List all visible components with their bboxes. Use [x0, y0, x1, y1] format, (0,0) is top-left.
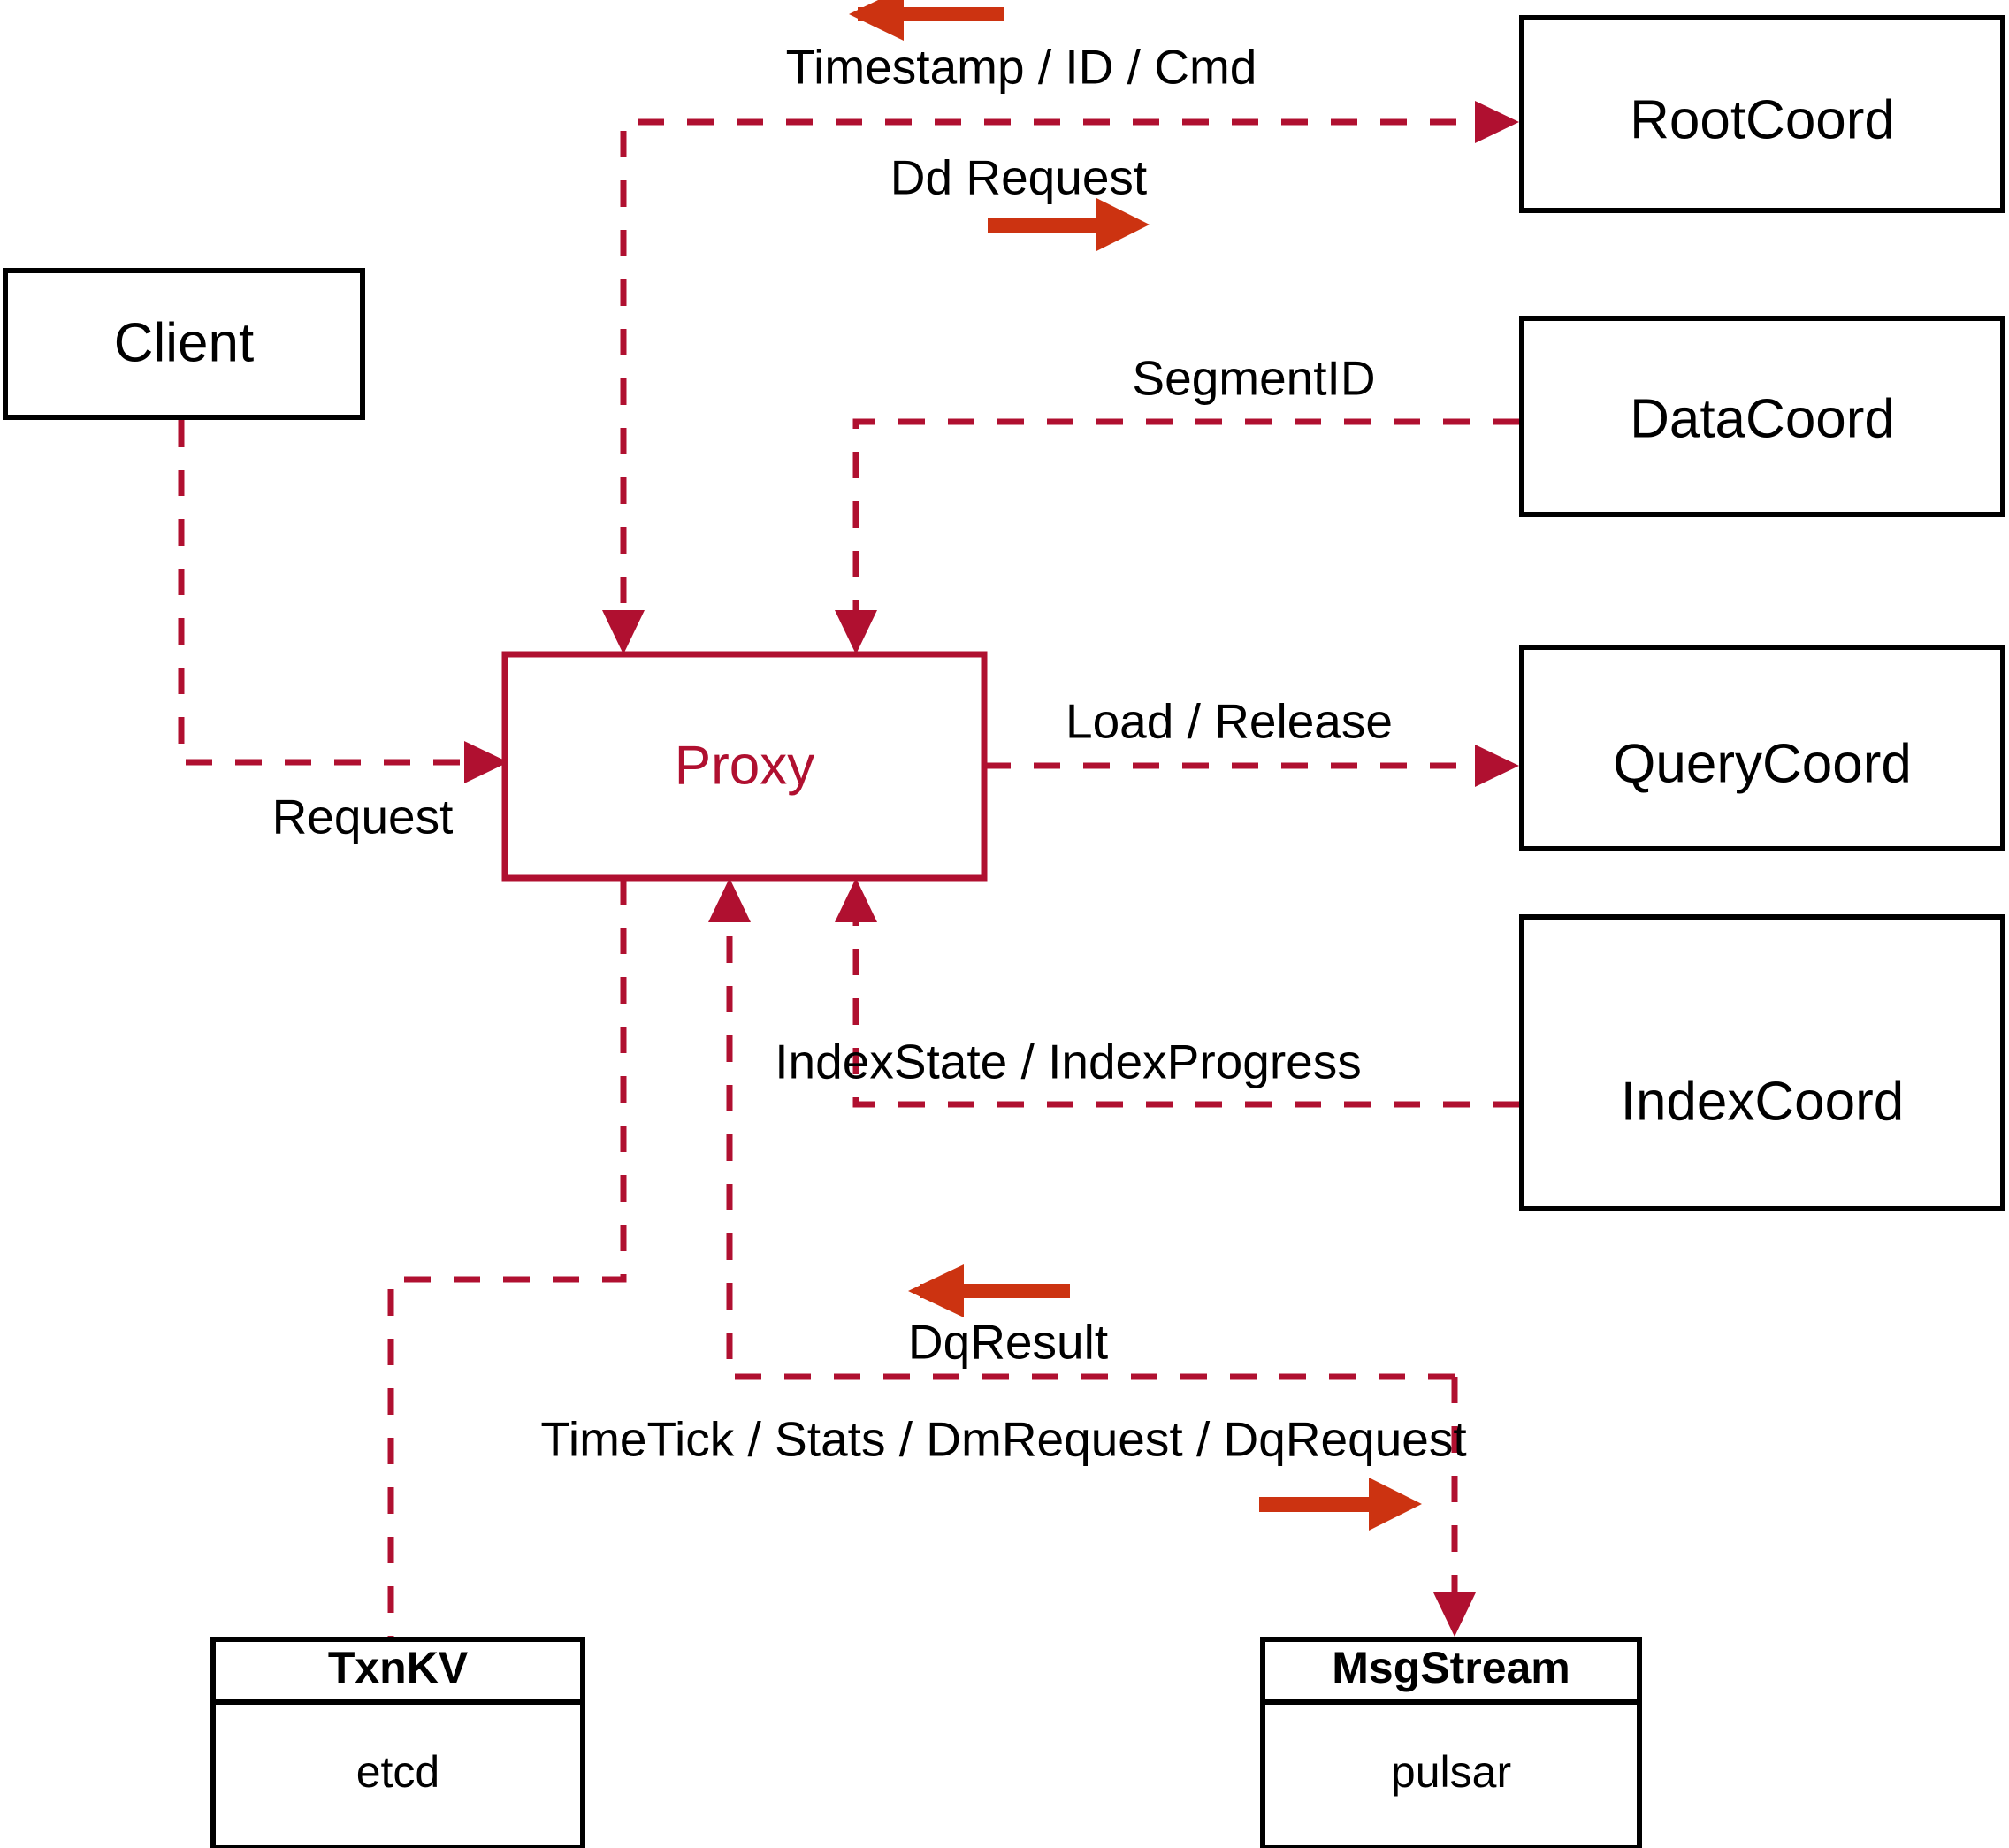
msgstream-impl: pulsar — [1391, 1747, 1511, 1797]
client-label: Client — [114, 312, 255, 373]
edge-label-dq-result: DqResult — [908, 1315, 1108, 1370]
edge-label-timestamp-id-cmd: Timestamp / ID / Cmd — [786, 40, 1257, 95]
arrow-left-icon-dqresult — [908, 1264, 1070, 1317]
edge-label-request: Request — [272, 790, 454, 844]
edge-rootcoord-proxy — [602, 101, 1519, 654]
arrow-right-icon-timetick — [1259, 1478, 1422, 1531]
arrowhead-icon-request — [464, 741, 508, 783]
node-client[interactable]: Client — [3, 268, 365, 420]
node-datacoord[interactable]: DataCoord — [1519, 316, 2005, 517]
msgstream-box[interactable] — [1260, 1637, 1642, 1848]
arrow-right-icon-dd-request — [988, 198, 1150, 251]
edge-label-dd-request: Dd Request — [890, 150, 1147, 205]
proxy-label: Proxy — [675, 735, 814, 796]
edge-path-dqresult — [726, 902, 1455, 1380]
querycoord-label: QueryCoord — [1613, 733, 1912, 794]
edge-path-request — [178, 420, 495, 766]
edge-label-load-release: Load / Release — [1066, 694, 1393, 749]
edge-proxy-txnkv — [387, 878, 627, 1637]
indexcoord-label: IndexCoord — [1621, 1071, 1905, 1132]
node-indexcoord[interactable]: IndexCoord — [1519, 914, 2005, 1211]
msgstream-title: MsgStream — [1332, 1643, 1570, 1692]
indexcoord-box[interactable] — [1519, 914, 2005, 1211]
node-rootcoord[interactable]: RootCoord — [1519, 15, 2005, 213]
rootcoord-label: RootCoord — [1630, 89, 1895, 150]
datacoord-box[interactable] — [1519, 316, 2005, 517]
node-msgstream[interactable]: MsgStream pulsar — [1260, 1637, 1642, 1848]
arrowhead-icon-msgstream — [1433, 1592, 1476, 1637]
edge-client-proxy — [178, 420, 508, 783]
edge-path-indexstate — [852, 902, 1519, 1108]
txnkv-title: TxnKV — [328, 1643, 469, 1692]
edge-datacoord-proxy — [835, 418, 1519, 654]
edge-proxy-msgstream-out — [1433, 1377, 1476, 1637]
edge-proxy-querycoord — [984, 745, 1519, 787]
node-proxy[interactable]: Proxy — [501, 651, 988, 882]
arrow-left-icon-timestamp — [849, 0, 1004, 41]
arrowhead-icon-querycoord — [1475, 745, 1519, 787]
arrowhead-icon-proxy-bottom-mid — [708, 878, 751, 922]
edge-path-segmentid — [852, 418, 1519, 641]
arrowhead-icon-proxy-bottom-right — [835, 878, 877, 922]
arrowhead-icon-proxy-top-left — [602, 610, 645, 654]
edge-label-segment-id: SegmentID — [1132, 351, 1375, 406]
datacoord-label: DataCoord — [1630, 388, 1895, 449]
node-querycoord[interactable]: QueryCoord — [1519, 645, 2005, 851]
arrowhead-icon-rootcoord — [1475, 101, 1519, 143]
txnkv-impl: etcd — [356, 1747, 440, 1797]
querycoord-box[interactable] — [1519, 645, 2005, 851]
client-box[interactable] — [3, 268, 365, 420]
edge-path-txnkv — [387, 878, 627, 1637]
edge-label-timetick-stats: TimeTick / Stats / DmRequest / DqRequest — [540, 1412, 1466, 1467]
edge-msgstream-proxy-in — [708, 878, 1455, 1380]
txnkv-box[interactable] — [210, 1637, 585, 1848]
arrowhead-icon-proxy-top-right — [835, 610, 877, 654]
proxy-box[interactable] — [501, 651, 988, 882]
edge-label-index-state-progress: IndexState / IndexProgress — [775, 1035, 1361, 1089]
rootcoord-box[interactable] — [1519, 15, 2005, 213]
edge-indexcoord-proxy — [835, 878, 1519, 1108]
node-txnkv[interactable]: TxnKV etcd — [210, 1637, 585, 1848]
